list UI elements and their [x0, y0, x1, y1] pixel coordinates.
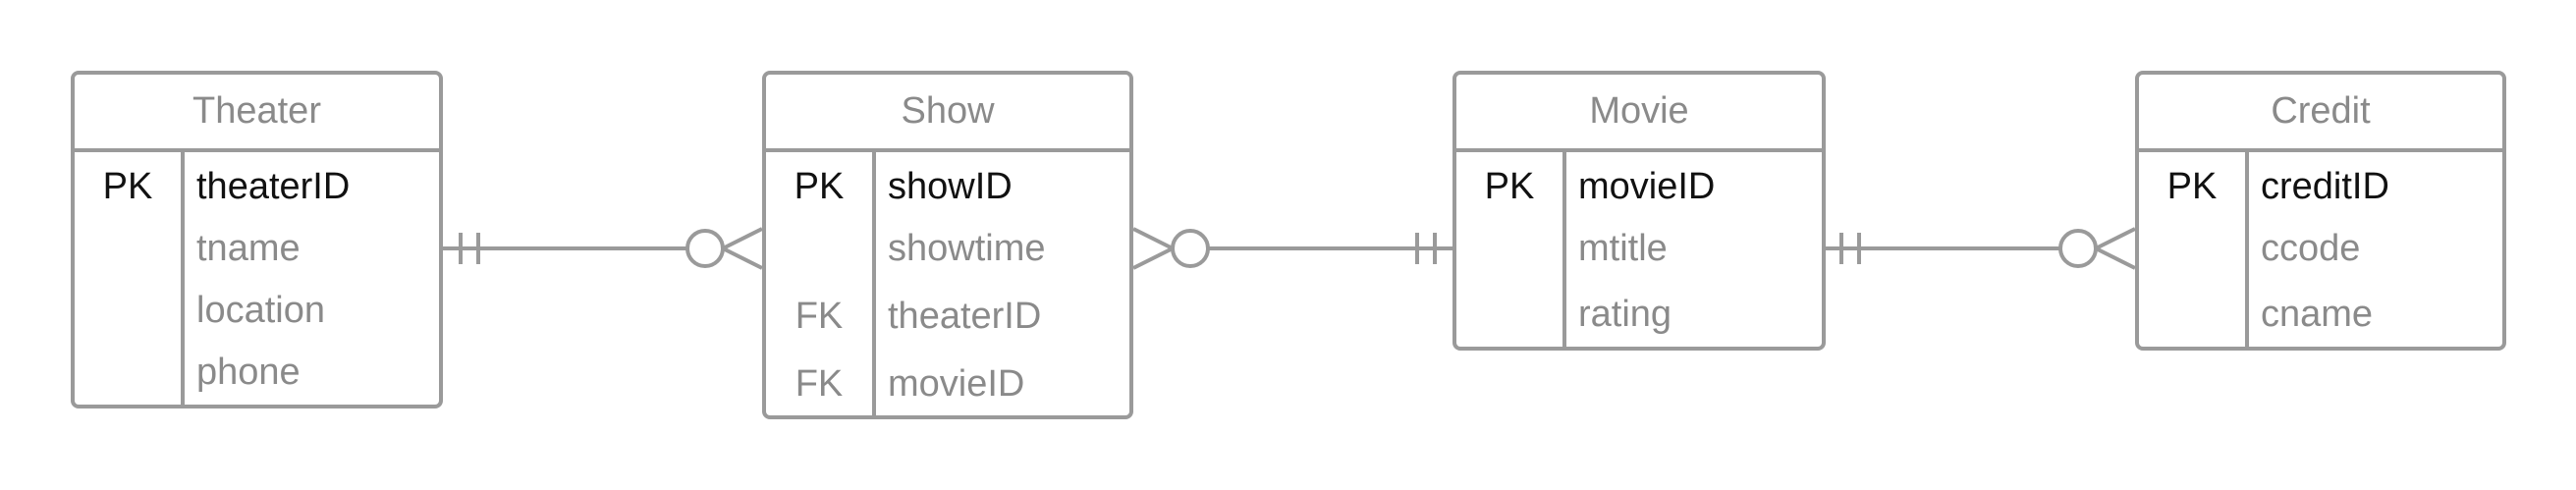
- attribute-row: PK showID: [766, 152, 1129, 221]
- attribute-row: cname: [2139, 280, 2502, 349]
- attribute-name: location: [196, 289, 325, 331]
- key-label: [2139, 214, 2245, 283]
- zero-marker: [1171, 229, 1210, 268]
- attribute-name: cname: [2261, 293, 2374, 335]
- attribute-name: theaterID: [196, 165, 351, 207]
- crow-foot: [1132, 227, 1174, 250]
- key-label: [75, 276, 181, 345]
- crow-foot: [722, 246, 763, 270]
- entity-title: Theater: [75, 75, 439, 152]
- attribute-name: mtitle: [1578, 227, 1668, 269]
- attribute-name: phone: [196, 351, 301, 393]
- attribute-row: location: [75, 276, 439, 345]
- key-column-divider: [2245, 152, 2249, 347]
- attribute-row: FK movieID: [766, 350, 1129, 418]
- key-label: FK: [795, 362, 844, 405]
- crow-foot: [2095, 227, 2136, 250]
- key-label: [766, 214, 872, 283]
- entity-credit[interactable]: Credit PK creditID ccode cname: [2135, 71, 2506, 351]
- attribute-row: mtitle: [1456, 214, 1822, 283]
- key-label: [2139, 280, 2245, 349]
- entity-title: Show: [766, 75, 1129, 152]
- entity-movie[interactable]: Movie PK movieID mtitle rating: [1452, 71, 1826, 351]
- crow-foot: [1132, 246, 1174, 270]
- key-label: [75, 214, 181, 283]
- attribute-name: movieID: [888, 362, 1025, 405]
- key-label: [1456, 280, 1562, 349]
- attribute-row: tname: [75, 214, 439, 283]
- key-label: [1456, 214, 1562, 283]
- attribute-row: showtime: [766, 214, 1129, 283]
- entity-title: Credit: [2139, 75, 2502, 152]
- key-label: PK: [102, 165, 153, 207]
- attribute-row: ccode: [2139, 214, 2502, 283]
- zero-marker: [685, 229, 725, 268]
- attribute-row: PK movieID: [1456, 152, 1822, 221]
- key-label: [75, 338, 181, 407]
- attribute-row: phone: [75, 338, 439, 407]
- attribute-name: theaterID: [888, 295, 1042, 337]
- key-label: PK: [1484, 165, 1535, 207]
- attribute-name: showID: [888, 165, 1013, 207]
- crow-foot: [722, 227, 763, 250]
- zero-marker: [2058, 229, 2098, 268]
- key-column-divider: [872, 152, 876, 415]
- entity-theater[interactable]: Theater PK theaterID tname location phon…: [71, 71, 443, 408]
- attribute-row: PK creditID: [2139, 152, 2502, 221]
- entity-show[interactable]: Show PK showID showtime FK theaterID FK …: [762, 71, 1133, 419]
- attribute-row: FK theaterID: [766, 282, 1129, 351]
- attribute-row: rating: [1456, 280, 1822, 349]
- attribute-name: creditID: [2261, 165, 2389, 207]
- key-column-divider: [1562, 152, 1566, 347]
- entity-title: Movie: [1456, 75, 1822, 152]
- attribute-name: tname: [196, 227, 301, 269]
- attribute-name: movieID: [1578, 165, 1716, 207]
- crow-foot: [2095, 246, 2136, 270]
- key-label: PK: [2166, 165, 2218, 207]
- attribute-row: PK theaterID: [75, 152, 439, 221]
- key-column-divider: [181, 152, 185, 405]
- attribute-name: ccode: [2261, 227, 2361, 269]
- attribute-name: rating: [1578, 293, 1672, 335]
- key-label: PK: [794, 165, 845, 207]
- key-label: FK: [795, 295, 844, 337]
- attribute-name: showtime: [888, 227, 1046, 269]
